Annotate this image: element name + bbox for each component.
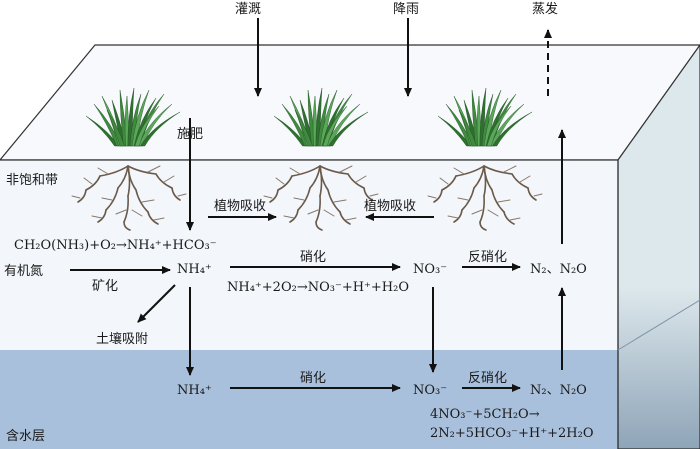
fertilization-label: 施肥 <box>177 127 203 142</box>
denitrification-label-lower: 反硝化 <box>468 371 507 386</box>
n2-n2o-upper: N₂、N₂O <box>530 262 587 277</box>
aquifer-label: 含水层 <box>6 428 45 444</box>
mineralization-equation: CH₂O(NH₃)+O₂→NH₄⁺+HCO₃⁻ <box>14 238 217 253</box>
nh4-lower: NH₄⁺ <box>177 383 212 398</box>
root-icon <box>71 165 187 231</box>
denitrification-label-upper: 反硝化 <box>468 250 507 265</box>
no3-lower: NO₃⁻ <box>413 383 447 398</box>
aquifer-zone <box>0 350 618 449</box>
rainfall-label: 降雨 <box>393 2 419 17</box>
nitrification-equation: NH₄⁺+2O₂→NO₃⁻+H⁺+H₂O <box>227 280 409 295</box>
root-icon <box>427 165 543 231</box>
mineralization-label: 矿化 <box>92 279 118 294</box>
nitrification-label-upper: 硝化 <box>300 250 326 265</box>
root-icon <box>263 165 379 231</box>
grass-icon <box>273 87 369 147</box>
soil-adsorption-arrow <box>137 284 176 323</box>
nh4-upper: NH₄⁺ <box>177 262 212 277</box>
organic-n-label: 有机氮 <box>4 264 43 279</box>
irrigation-label: 灌溉 <box>235 2 261 17</box>
no3-upper: NO₃⁻ <box>413 262 447 277</box>
nitrification-label-lower: 硝化 <box>300 371 326 386</box>
grass-icon <box>437 87 533 147</box>
denitrification-equation-line1: 4NO₃⁻+5CH₂O→ <box>430 407 540 422</box>
plant-uptake-label-right: 植物吸收 <box>364 199 416 214</box>
n2-n2o-lower: N₂、N₂O <box>530 383 587 398</box>
denitrification-equation-line2: 2N₂+5HCO₃⁻+H⁺+2H₂O <box>430 426 594 441</box>
water-table-side <box>617 299 700 351</box>
grass-icon <box>85 87 181 147</box>
plant-uptake-label-left: 植物吸收 <box>214 199 266 214</box>
evaporation-label: 蒸发 <box>532 1 558 17</box>
soil-adsorption-label: 土壤吸附 <box>96 331 148 347</box>
unsaturated-zone-label: 非饱和带 <box>6 173 58 188</box>
